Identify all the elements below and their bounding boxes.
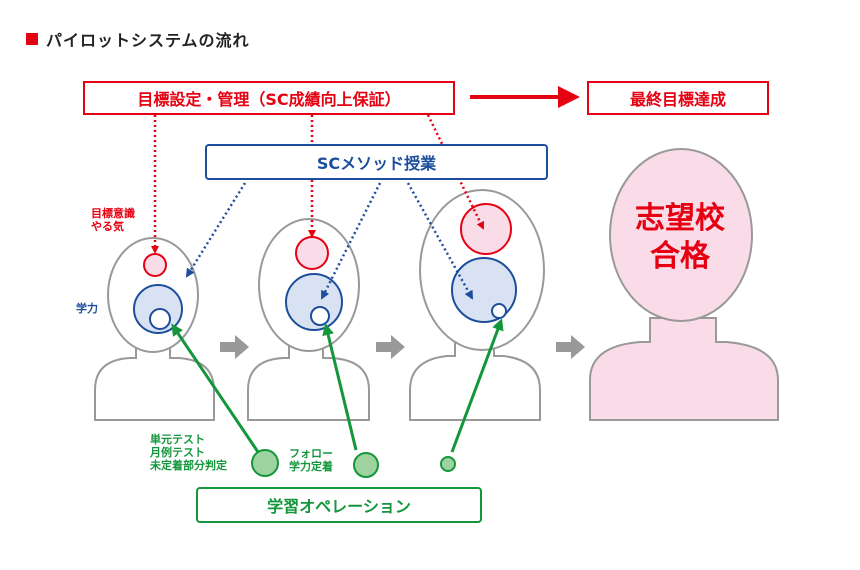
unit-test-label: 単元テスト [150,433,205,446]
page-title: パイロットシステムの流れ [26,27,250,51]
monthly-test-label: 月例テスト [150,446,205,459]
progress-arrow-3 [556,335,585,359]
progress-arrow-2 [376,335,405,359]
head-3 [409,189,545,421]
operation-flow [171,318,504,478]
ability-retention-label: 学力定着 [289,460,333,473]
operation-circle-3 [440,456,456,472]
motivation-circle [460,203,512,255]
goal-setting-box: 目標設定・管理（SC成績向上保証） [83,81,455,115]
follow-label: フォロー [289,447,333,460]
goal-arrow [470,86,580,108]
title-bullet [26,33,38,45]
final-goal-box: 最終目標達成 [587,81,769,115]
follow-labels: フォロー 学力定着 [289,447,333,473]
head-2 [247,218,370,421]
operation-circle-1 [251,449,279,477]
test-labels: 単元テスト 月例テスト 未定着部分判定 [150,433,227,472]
motivation-circle [295,236,329,270]
head-1 [94,237,215,421]
motivation-label: 目標意識 やる気 [91,207,135,233]
sc-method-arrows [185,182,474,300]
goal-text-line-2: 合格 [650,239,710,274]
progress-arrow-1 [220,335,249,359]
gap-check-label: 未定着部分判定 [150,459,227,472]
sc-method-box: SCメソッド授業 [205,144,548,180]
motivation-circle [143,253,167,277]
goal-head [589,148,779,421]
goal-text-line-1: 志望校 [635,201,725,236]
goal-text: 志望校 合格 [620,200,740,276]
operation-circle-2 [353,452,379,478]
motivation-label-line-2: やる気 [91,220,124,233]
ability-label: 学力 [76,302,98,315]
operation-box: 学習オペレーション [196,487,482,523]
motivation-label-line-1: 目標意識 [91,207,135,220]
page-title-text: パイロットシステムの流れ [46,31,250,50]
